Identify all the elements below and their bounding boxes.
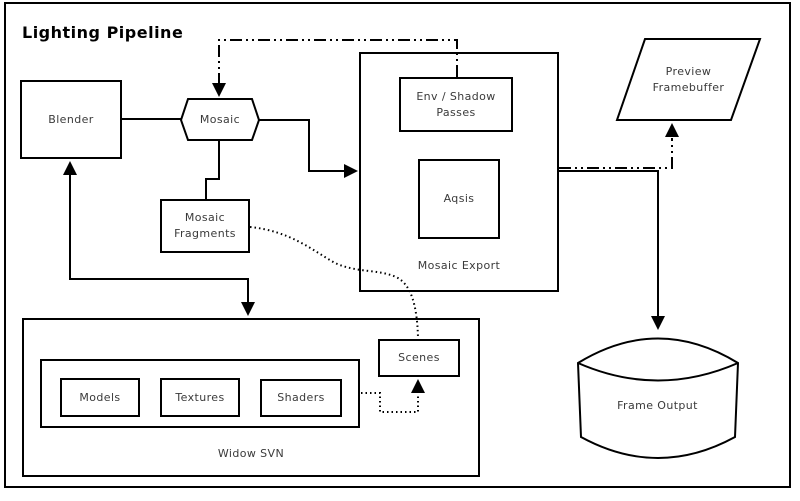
mosaic-hexagon-node: Mosaic bbox=[181, 99, 259, 140]
mosaic-export-label: Mosaic Export bbox=[417, 259, 501, 273]
asset-group-box bbox=[40, 359, 360, 428]
diagram-title: Lighting Pipeline bbox=[22, 23, 184, 42]
preview-framebuffer-node: Preview Framebuffer bbox=[617, 39, 760, 120]
diagram-outer-frame bbox=[4, 2, 791, 488]
env-shadow-passes-node: Env / Shadow Passes bbox=[399, 77, 513, 132]
mosaic-fragments-node: Mosaic Fragments bbox=[160, 199, 250, 253]
env-shadow-passes-label: Env / Shadow Passes bbox=[416, 89, 496, 119]
shaders-node: Shaders bbox=[260, 379, 342, 417]
textures-label: Textures bbox=[175, 390, 225, 404]
blender-label: Blender bbox=[48, 112, 94, 126]
scenes-node: Scenes bbox=[378, 339, 460, 377]
mosaic-fragments-label: Mosaic Fragments bbox=[174, 211, 236, 240]
textures-node: Textures bbox=[160, 378, 240, 417]
shaders-label: Shaders bbox=[277, 391, 325, 405]
preview-framebuffer-label: Preview Framebuffer bbox=[652, 64, 725, 94]
models-node: Models bbox=[60, 378, 140, 417]
aqsis-node: Aqsis bbox=[418, 159, 500, 239]
frame-output-cylinder-body bbox=[576, 337, 740, 459]
preview-framebuffer-parallelogram-shape bbox=[615, 38, 762, 121]
mosaic-export-container: Mosaic Export bbox=[359, 52, 559, 292]
frame-output-cylinder-lens bbox=[577, 362, 739, 382]
widow-svn-label: Widow SVN bbox=[217, 447, 285, 461]
models-label: Models bbox=[79, 390, 121, 404]
frame-output-label: Frame Output bbox=[617, 399, 698, 413]
frame-output-node: Frame Output bbox=[577, 352, 738, 460]
blender-node: Blender bbox=[20, 80, 122, 159]
aqsis-label: Aqsis bbox=[443, 192, 475, 206]
mosaic-label: Mosaic bbox=[199, 112, 241, 126]
scenes-label: Scenes bbox=[398, 351, 440, 365]
